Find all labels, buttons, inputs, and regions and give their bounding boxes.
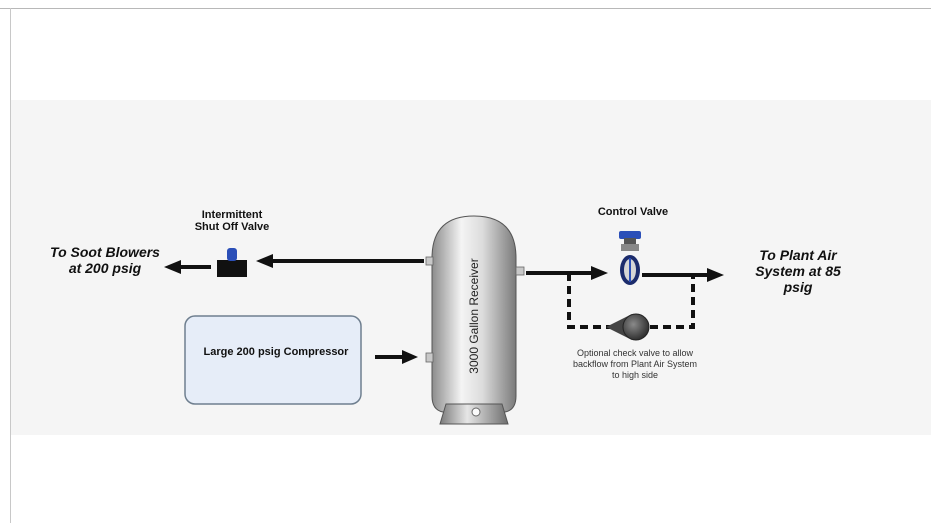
soot-blowers-label: To Soot Blowers at 200 psig [50, 244, 160, 276]
check-valve [606, 313, 650, 341]
shutoff-valve [217, 248, 247, 277]
frame-left-border [10, 8, 11, 523]
receiver-to-shutoff-arrow [256, 254, 424, 268]
bypass-line [567, 273, 695, 329]
check-valve-note: Optional check valve to allow backflow f… [572, 348, 698, 380]
control-valve [619, 231, 641, 285]
receiver-to-control-valve-arrow [526, 266, 608, 280]
compressor-label: Large 200 psig Compressor [203, 346, 349, 358]
compressor-outlet-arrow [375, 350, 418, 364]
receiver-tank [425, 215, 525, 425]
receiver-label: 3000 Gallon Receiver [467, 258, 481, 374]
to-plant-air-arrow [642, 268, 724, 282]
compressor-box [184, 315, 362, 405]
shutoff-valve-label: Intermittent Shut Off Valve [194, 209, 270, 233]
control-valve-label: Control Valve [597, 206, 669, 218]
to-soot-blowers-arrow [164, 260, 211, 274]
plant-air-label: To Plant Air System at 85 psig [755, 247, 841, 295]
frame-top-border [0, 8, 931, 9]
